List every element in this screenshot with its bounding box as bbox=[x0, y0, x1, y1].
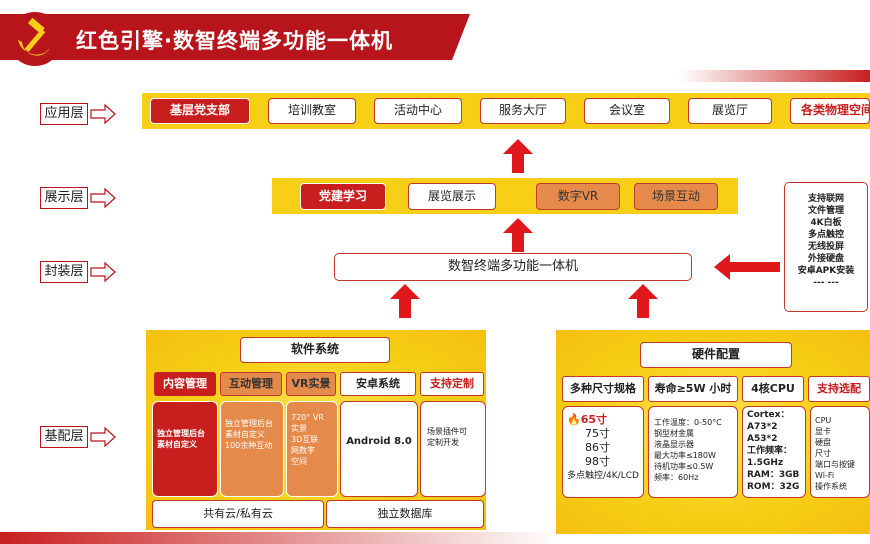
feature-item: 支持联网 bbox=[807, 194, 844, 204]
feature-list: 支持联网 文件管理 4K白板 多点触控 无线投屏 外接硬盘 安卓APK安装 --… bbox=[784, 182, 868, 312]
size-option: 75寸 bbox=[585, 427, 610, 440]
software-footer: 共有云/私有云 bbox=[152, 500, 324, 528]
hardware-cpu-cell: Cortex： A73*2 A53*2 工作频率： 1.5GHz RAM：3GB… bbox=[742, 406, 806, 498]
software-header: 互动管理 bbox=[220, 372, 282, 396]
display-item[interactable]: 数字VR bbox=[536, 183, 620, 210]
software-header: 支持定制 bbox=[420, 372, 484, 396]
hammer-sickle-icon bbox=[8, 12, 62, 66]
feature-item: 无线投屏 bbox=[807, 242, 844, 252]
display-item[interactable]: 党建学习 bbox=[300, 183, 386, 210]
hardware-header: 多种尺寸规格 bbox=[562, 376, 644, 402]
arrow-right-icon bbox=[90, 426, 116, 448]
app-item[interactable]: 活动中心 bbox=[374, 98, 462, 124]
hardware-header: 支持选配 bbox=[808, 376, 870, 402]
hardware-sizes-cell: 🔥65寸 75寸 86寸 98寸 多点触控/4K/LCD bbox=[562, 406, 644, 498]
fire-icon: 🔥 bbox=[567, 413, 581, 426]
page-title: 红色引擎·数智终端多功能一体机 bbox=[76, 29, 393, 53]
layer-label-base: 基配层 bbox=[40, 426, 88, 448]
decor-stripe-bottom bbox=[0, 532, 560, 544]
feature-item: --- --- bbox=[813, 278, 839, 288]
hardware-title: 硬件配置 bbox=[640, 342, 792, 368]
layer-label-app: 应用层 bbox=[40, 103, 88, 125]
software-cell: 720° VR 实景 3D互联 网数字 空间 bbox=[286, 401, 338, 497]
app-item[interactable]: 会议室 bbox=[584, 98, 670, 124]
size-option: 86寸 bbox=[585, 441, 610, 454]
title-banner bbox=[0, 14, 452, 60]
package-box: 数智终端多功能一体机 bbox=[334, 253, 692, 281]
app-item[interactable]: 基层党支部 bbox=[150, 98, 250, 124]
title-banner-cap bbox=[452, 14, 470, 60]
software-footer: 独立数据库 bbox=[326, 500, 484, 528]
arrow-up-icon bbox=[390, 284, 420, 318]
software-cell: 场景插件可 定制开发 bbox=[420, 401, 486, 497]
feature-item: 4K白板 bbox=[810, 218, 842, 228]
arrow-right-icon bbox=[90, 103, 116, 125]
arrow-up-icon bbox=[503, 218, 533, 252]
size-option: 98寸 bbox=[585, 455, 610, 468]
arrow-left-icon bbox=[714, 254, 780, 280]
layer-label-package: 封装层 bbox=[40, 261, 88, 283]
feature-item: 文件管理 bbox=[807, 206, 844, 216]
arrow-right-icon bbox=[90, 261, 116, 283]
app-item[interactable]: 展览厅 bbox=[688, 98, 772, 124]
software-cell: 独立管理后台 素材自定义 100余种互动 bbox=[220, 401, 284, 497]
display-item[interactable]: 场景互动 bbox=[634, 183, 718, 210]
hardware-specs-cell: 工作温度：0-50°C 钢型材金属 液晶显示器 最大功率≤180W 待机功率≤0… bbox=[648, 406, 738, 498]
decor-stripe-top bbox=[680, 70, 870, 82]
layer-label-display: 展示层 bbox=[40, 187, 88, 209]
hardware-header: 寿命≥5W 小时 bbox=[648, 376, 738, 402]
software-cell: 独立管理后台 素材自定义 bbox=[152, 401, 218, 497]
app-item[interactable]: 服务大厅 bbox=[480, 98, 566, 124]
feature-item: 外接硬盘 bbox=[807, 254, 844, 264]
software-title: 软件系统 bbox=[240, 337, 390, 363]
software-header: VR实景 bbox=[286, 372, 336, 396]
software-cell: Android 8.0 bbox=[340, 401, 418, 497]
software-header: 内容管理 bbox=[154, 372, 216, 396]
arrow-right-icon bbox=[90, 187, 116, 209]
size-note: 多点触控/4K/LCD bbox=[567, 471, 639, 481]
feature-item: 安卓APK安装 bbox=[797, 266, 855, 276]
arrow-up-icon bbox=[503, 139, 533, 173]
display-item[interactable]: 展览展示 bbox=[408, 183, 496, 210]
size-option: 65寸 bbox=[580, 413, 608, 426]
arrow-up-icon bbox=[628, 284, 658, 318]
hardware-options-cell: CPU 显卡 硬盘 尺寸 端口与按键 Wi-Fi 操作系统 bbox=[810, 406, 870, 498]
hardware-header: 4核CPU bbox=[742, 376, 804, 402]
app-item[interactable]: 培训教室 bbox=[268, 98, 356, 124]
feature-item: 多点触控 bbox=[807, 230, 844, 240]
software-header: 安卓系统 bbox=[340, 372, 416, 396]
app-item[interactable]: 各类物理空间 bbox=[790, 98, 870, 124]
